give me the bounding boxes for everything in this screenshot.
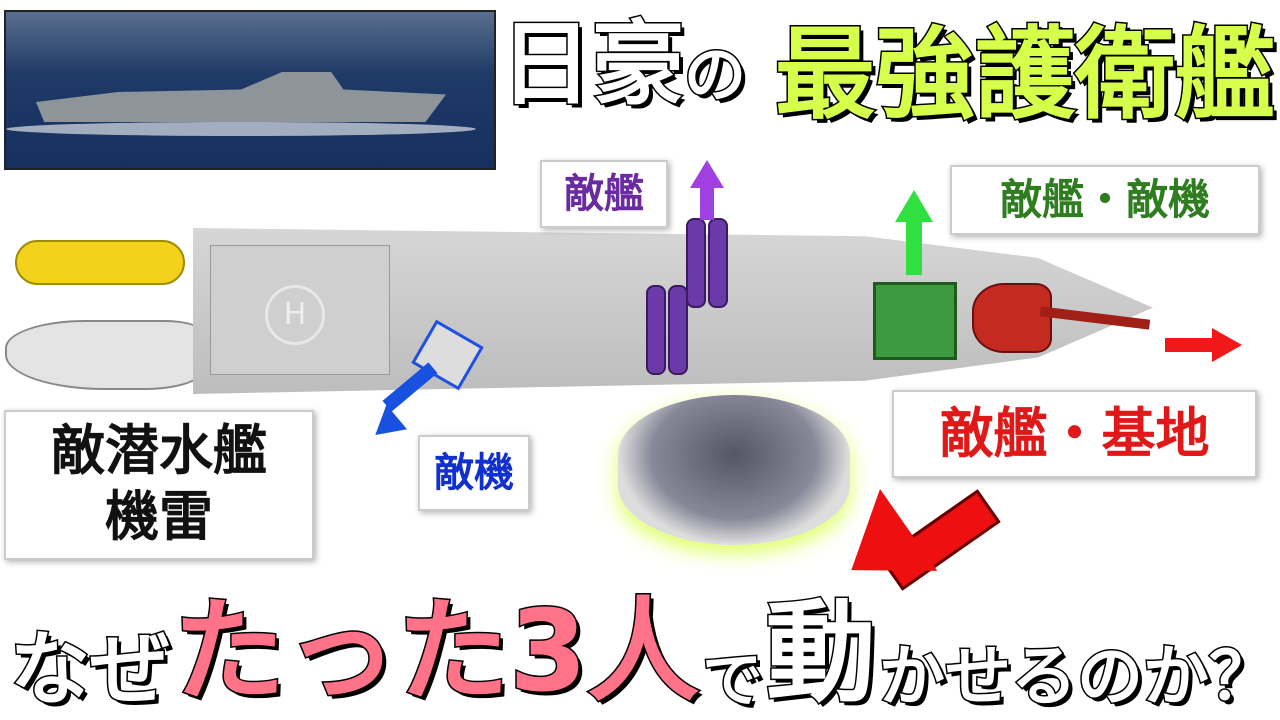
green-arrow-shaft: [906, 220, 922, 275]
helipad-mark: H: [265, 285, 325, 345]
green-arrow-icon: [895, 190, 933, 222]
caption-rest: かせるのか？: [878, 638, 1277, 716]
missile-launcher-tube: [668, 285, 688, 375]
label-mine: 機雷: [105, 485, 213, 548]
blue-arrow-icon: [364, 404, 408, 448]
vertical-launch-system: [873, 282, 957, 360]
title-particle: の: [683, 37, 748, 113]
title-japan-australia: 日豪: [498, 10, 685, 120]
label-submarine-mine: 敵潜水艦 機雷: [4, 410, 314, 560]
red-arrow-shaft: [1165, 338, 1215, 352]
purple-arrow-shaft: [700, 185, 714, 220]
caption-move: 動: [764, 589, 877, 717]
title-bar: 日豪の 最強護衛艦: [498, 0, 1277, 140]
ship-wake: [6, 122, 476, 136]
red-arrow-icon: [1212, 328, 1242, 362]
caption-de: で: [701, 646, 764, 716]
bottom-caption: なぜたった3人で動かせるのか？: [9, 578, 1277, 720]
main-gun-turret: [972, 283, 1052, 353]
ship-silhouette: [36, 72, 446, 122]
missile-launcher-tube: [686, 218, 706, 308]
frigate-photo: [4, 10, 496, 170]
combat-information-center-model: [618, 395, 850, 545]
missile-launcher-tube: [708, 218, 728, 308]
title-part1: 日豪の: [498, 0, 748, 140]
label-enemy-ship-aircraft: 敵艦・敵機: [950, 165, 1260, 235]
title-strongest-escort: 最強護衛艦: [774, 15, 1277, 135]
purple-arrow-icon: [690, 160, 724, 188]
missile-launcher-tube: [646, 285, 666, 375]
label-enemy-aircraft: 敵機: [418, 435, 530, 511]
underwater-drone-image: [15, 240, 185, 285]
label-enemy-submarine: 敵潜水艦: [51, 419, 267, 482]
helicopter-image: [5, 320, 205, 390]
caption-why: なぜ: [9, 623, 172, 716]
caption-only-three: たった3人: [172, 586, 701, 717]
label-enemy-ship: 敵艦: [540, 160, 668, 228]
label-enemy-ship-base: 敵艦・基地: [892, 390, 1257, 478]
